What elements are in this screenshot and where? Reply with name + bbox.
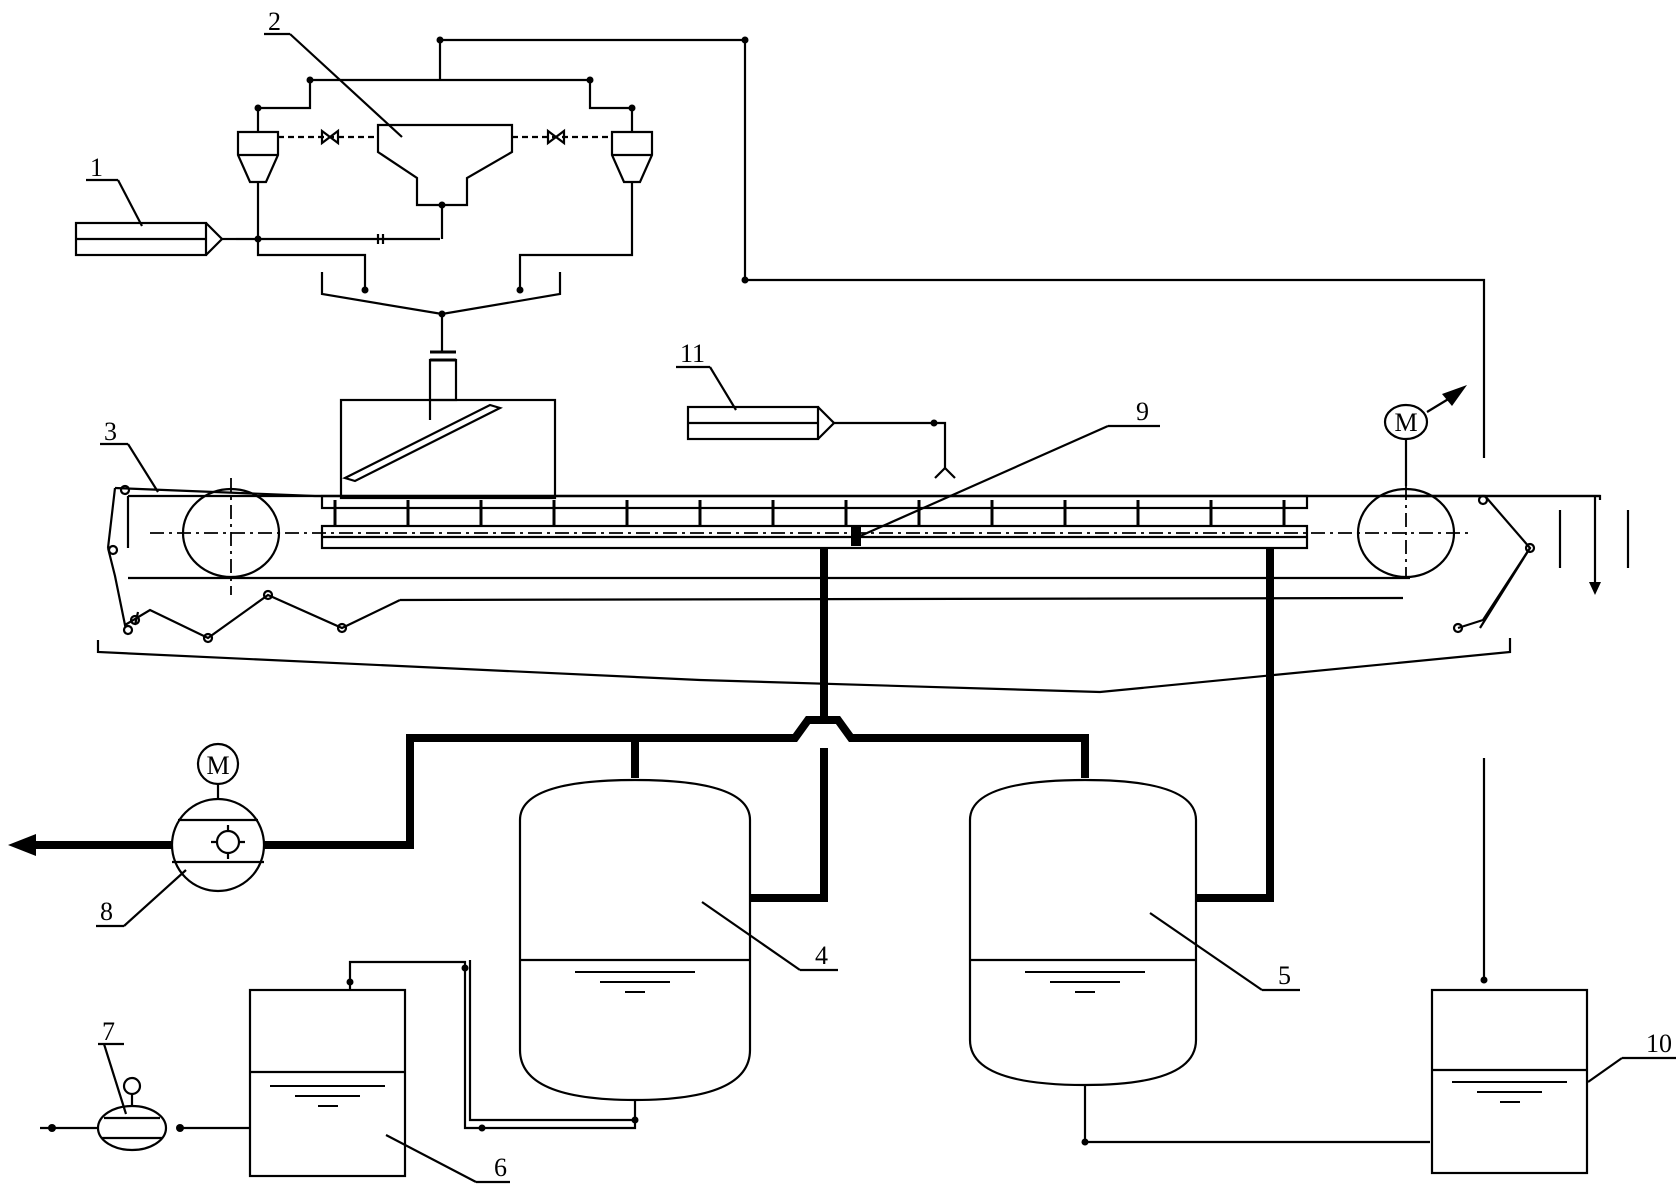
label-7: 7	[98, 1017, 128, 1115]
svg-text:8: 8	[100, 897, 113, 926]
label-5: 5	[1149, 912, 1300, 992]
component-6-water-tank	[176, 960, 637, 1178]
valve-icon	[320, 128, 340, 146]
return-line	[741, 36, 1488, 984]
component-2-distributor	[236, 36, 745, 352]
label-9: 9	[857, 397, 1160, 539]
component-8-vacuum-pump: M	[8, 742, 266, 893]
component-7-pump	[40, 1076, 168, 1152]
component-10-tank	[1430, 988, 1589, 1175]
label-10: 10	[1587, 1029, 1676, 1083]
label-6: 6	[385, 1134, 510, 1184]
label-11: 11	[676, 339, 737, 411]
component-11-cylinder	[686, 405, 956, 479]
label-3: 3	[100, 417, 159, 493]
vacuum-piping	[264, 548, 1274, 902]
motor-symbol: M	[1394, 408, 1417, 437]
svg-text:3: 3	[104, 417, 117, 446]
motor-symbol: M	[206, 751, 229, 780]
headbox	[339, 350, 557, 500]
label-1: 1	[86, 153, 143, 227]
valve-icon	[546, 128, 566, 146]
svg-text:7: 7	[102, 1017, 115, 1046]
vacuum-box-dividers	[333, 500, 1286, 526]
component-4-filtrate-tank	[468, 778, 752, 1124]
belt-drive-motor: M	[1383, 385, 1467, 486]
label-2: 2	[264, 7, 403, 138]
svg-text:1: 1	[90, 153, 103, 182]
component-5-filtrate-tank	[968, 778, 1430, 1146]
svg-text:6: 6	[494, 1153, 507, 1182]
label-4: 4	[701, 901, 838, 972]
svg-text:5: 5	[1278, 961, 1291, 990]
svg-text:10: 10	[1646, 1029, 1672, 1058]
component-1-feed-cylinder	[74, 221, 236, 257]
svg-text:2: 2	[268, 7, 281, 36]
label-8: 8	[96, 869, 187, 928]
svg-text:4: 4	[815, 941, 828, 970]
svg-text:9: 9	[1136, 397, 1149, 426]
svg-text:11: 11	[680, 339, 705, 368]
component-3-belt-filter	[96, 478, 1630, 694]
